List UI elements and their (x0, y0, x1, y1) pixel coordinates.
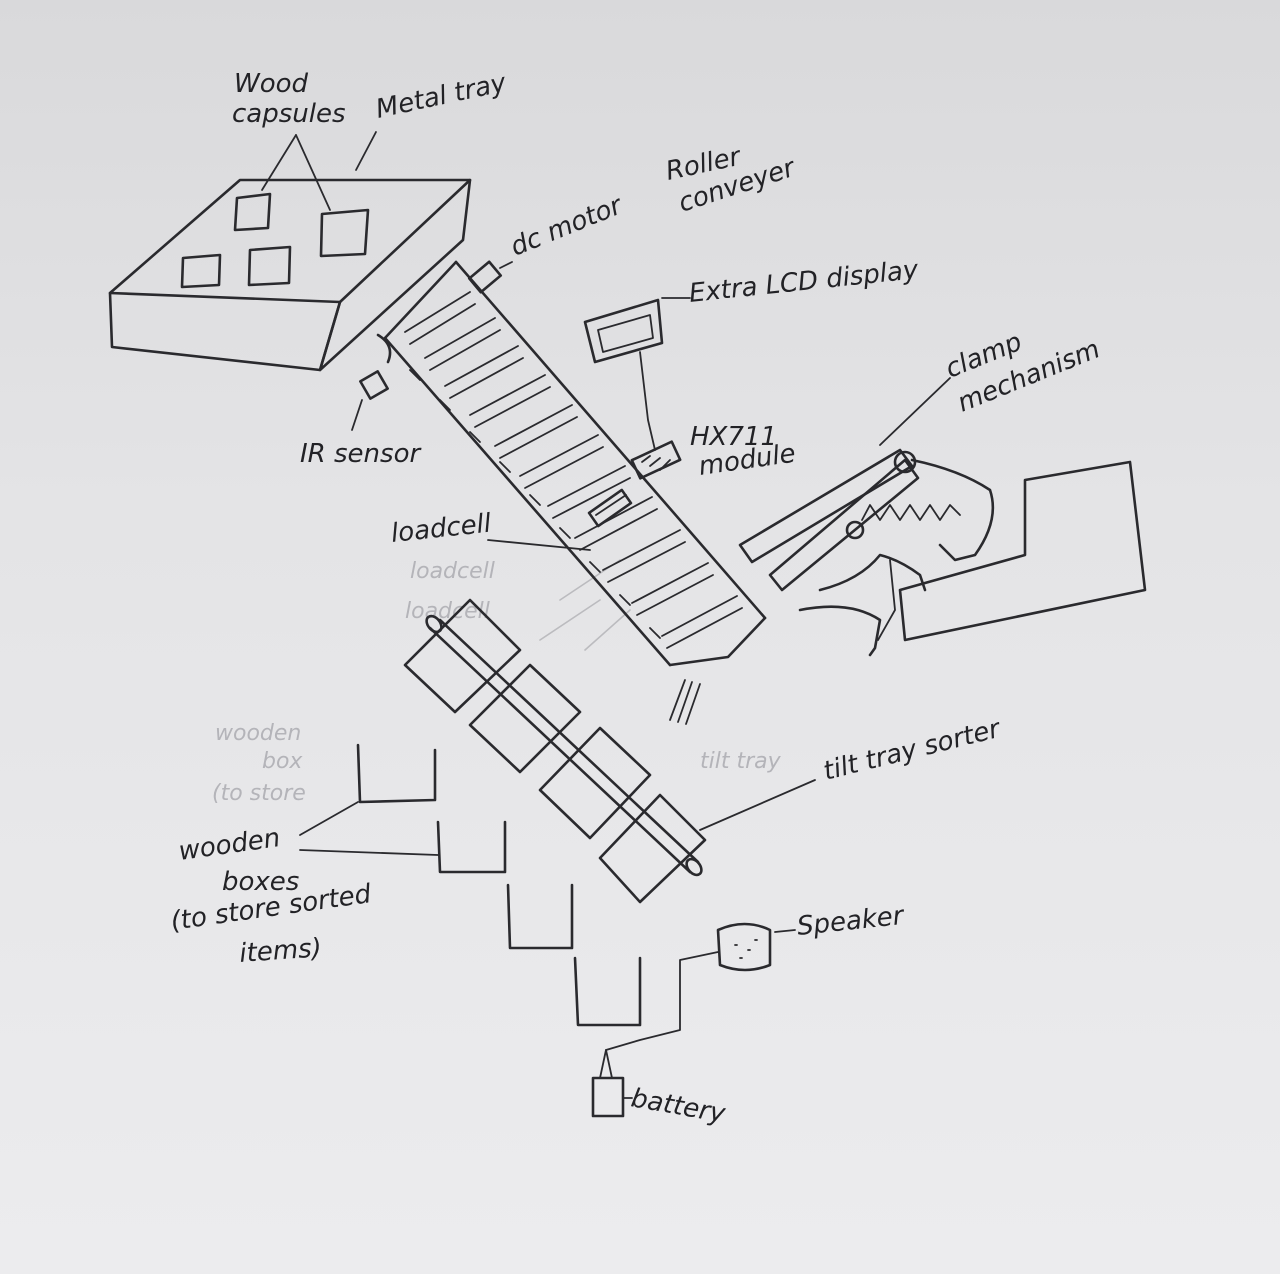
label-loadcell: loadcell (390, 509, 494, 549)
label-wood: Wood (234, 69, 309, 99)
ir-sensor (352, 335, 390, 430)
capsule-1 (235, 194, 270, 230)
capsule-4 (249, 247, 290, 285)
ghost-loadcell-1: loadcell (410, 559, 495, 584)
labels: Wood capsules Metal tray dc motor Roller… (169, 68, 1104, 1130)
ghost-to-store: (to store (212, 781, 306, 806)
label-dc-motor: dc motor (506, 190, 628, 263)
ghost-box: box (262, 749, 303, 774)
capsule-3 (182, 255, 220, 287)
label-lcd-display: Extra LCD display (688, 255, 921, 309)
hx711-module (632, 442, 680, 479)
label-battery: battery (629, 1083, 728, 1129)
clamp-mechanism (740, 378, 1145, 655)
metal-tray (110, 180, 470, 370)
label-items: items) (238, 933, 322, 969)
speaker (718, 924, 795, 970)
roller-conveyor (385, 262, 765, 724)
label-wooden: wooden (177, 823, 282, 867)
label-metal-tray: Metal tray (373, 68, 509, 125)
ghost-loadcell-2: loadcell (405, 599, 490, 624)
dc-motor (469, 262, 512, 293)
ghost-tilt-tray: tilt tray (700, 749, 782, 774)
capsule-2 (321, 210, 368, 256)
label-tilt-tray-sorter: tilt tray sorter (820, 713, 1005, 786)
label-speaker: Speaker (796, 901, 908, 942)
rollers (405, 292, 742, 648)
ghost-writing: loadcell loadcell wooden box (to store t… (212, 559, 782, 806)
ghost-wooden: wooden (215, 721, 301, 746)
label-ir-sensor: IR sensor (300, 439, 422, 469)
label-capsules: capsules (232, 99, 346, 129)
